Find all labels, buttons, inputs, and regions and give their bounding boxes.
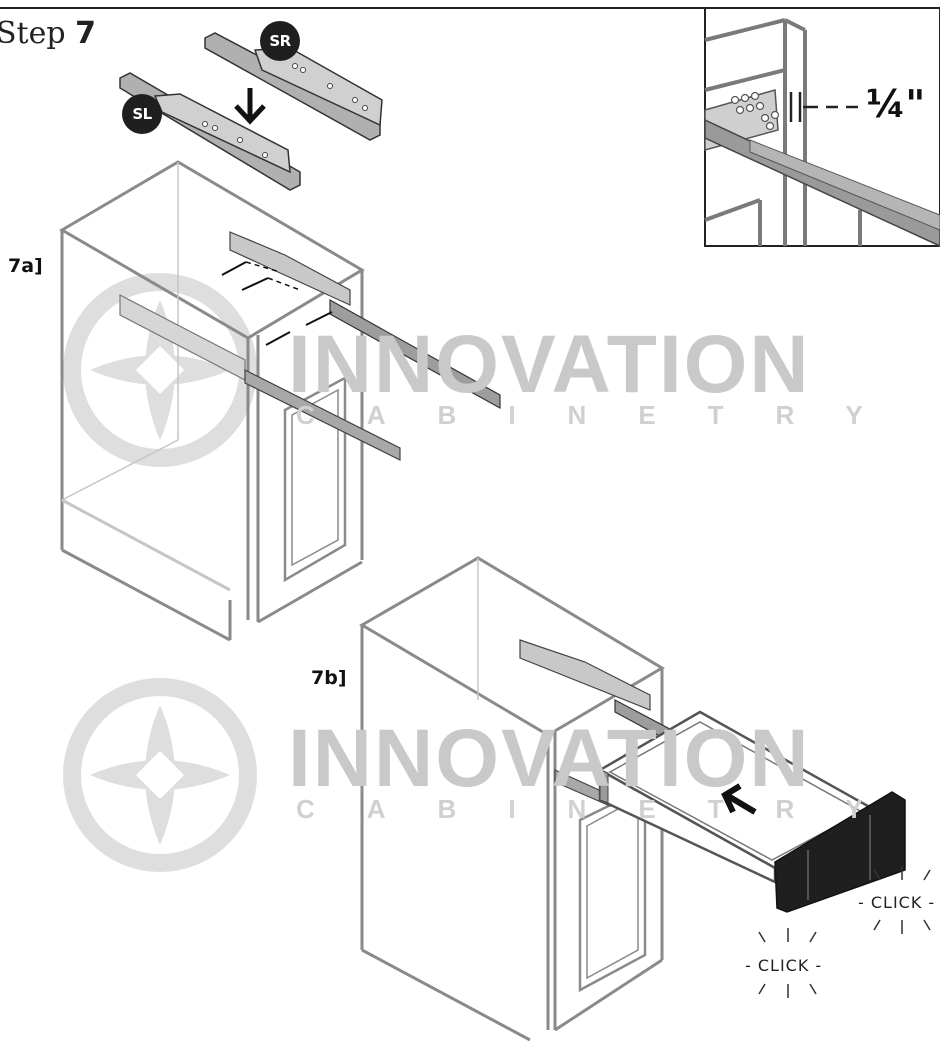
substep-label-7a: 7a] [8,255,43,277]
rail-badge-sr: SR [260,21,300,61]
substep-label-7b: 7b] [311,667,347,689]
slide-rail-right [204,32,383,141]
down-arrow-icon [234,88,266,125]
push-arrow-icon [721,783,757,815]
watermark-logo [63,273,257,467]
step-number: 7 [75,16,96,51]
click-label: - CLICK - [858,893,936,912]
step-prefix: Step [0,16,66,51]
rail-brackets-7a [119,231,501,461]
watermark-word: INNOVATION [288,713,811,804]
clearance-detail-inset [704,7,940,247]
rail-badge-sl: SL [122,94,162,134]
watermark-logo [63,678,257,872]
watermark-word: INNOVATION [288,319,811,410]
click-label: - CLICK - [745,956,823,975]
watermark-subword: CABINETRY [296,794,915,824]
watermark-subword: CABINETRY [296,400,915,430]
click-sparks-icon [758,866,931,998]
clearance-dimension: ¼" [866,82,926,126]
step-title: Step 7 [0,16,96,51]
